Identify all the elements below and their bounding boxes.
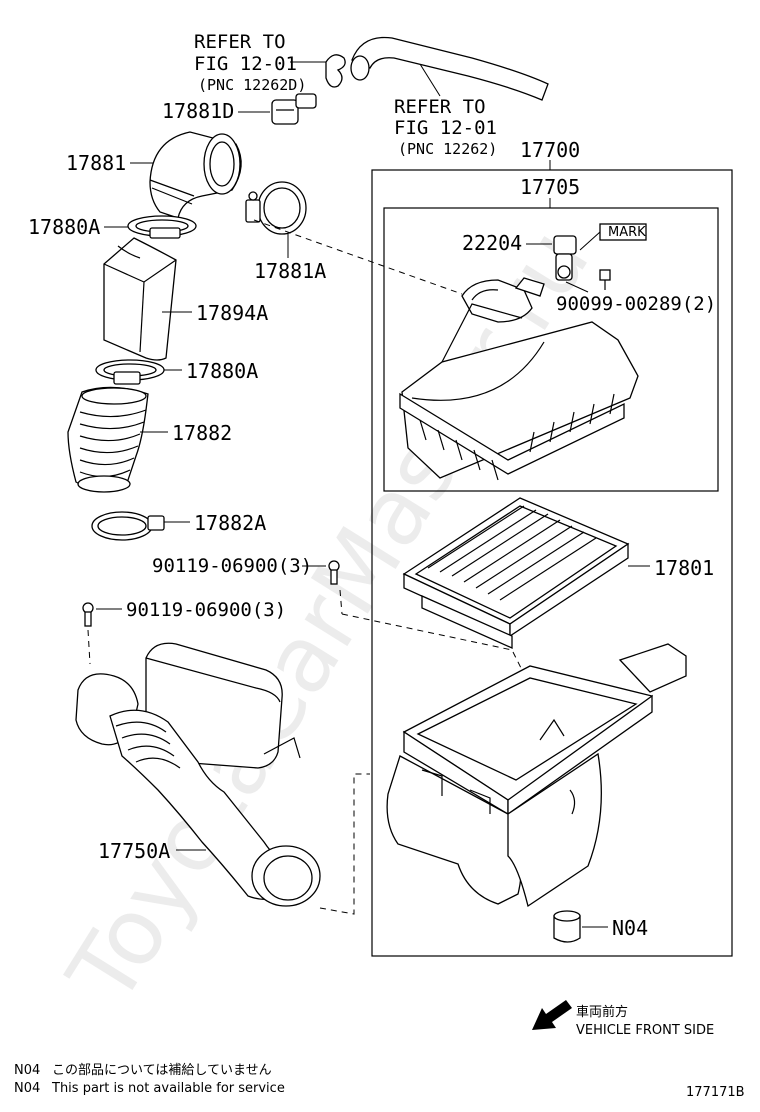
label-90119-b: 90119-06900(3) [126,599,286,621]
assembly-box-17700 [371,169,733,957]
part-17882-hose [67,386,149,493]
part-17880A-clamp-mid [95,359,165,385]
refer-mid-line3: (PNC 12262) [398,140,497,158]
label-17882: 17882 [172,421,232,445]
note-2-text: This part is not available for service [51,1081,285,1096]
note-1-text: この部品については補給していません [52,1063,272,1078]
part-17881A-clamp [245,181,307,235]
label-17881: 17881 [66,151,126,175]
refer-mid-line2: FIG 12-01 [394,117,497,139]
refer-top-line3: (PNC 12262D) [198,76,306,94]
label-17750A: 17750A [98,839,170,863]
bolt-90119-a [328,560,340,585]
air-cleaner-cap [399,277,639,481]
assembly-box-17705 [383,207,719,492]
air-cleaner-case [386,643,687,908]
part-17894A-resonator [103,237,177,361]
front-arrow-icon [532,1000,572,1030]
part-22204-sensor [553,235,577,281]
label-17880A-top: 17880A [28,215,100,239]
label-17705: 17705 [520,175,580,199]
refer-top-line2: FIG 12-01 [194,53,297,75]
part-17881D [271,93,317,125]
footnotes: N04 この部品については補給していません N04 This part is n… [14,1063,285,1096]
part-N04-grommet [553,910,581,943]
part-17801-filter [402,497,630,650]
figure-id: 177171B [686,1085,745,1100]
label-17801: 17801 [654,556,714,580]
refer-note-mid: REFER TO FIG 12-01 (PNC 12262) [394,96,497,158]
part-17880A-clamp-top [127,215,197,239]
label-17882A: 17882A [194,511,266,535]
part-17882A-clamp [91,511,165,541]
label-90099: 90099-00289(2) [556,293,716,315]
hose-clip-part [325,54,346,88]
label-N04: N04 [612,916,648,940]
label-90119-a: 90119-06900(3) [152,555,312,577]
note-2-code: N04 [14,1081,40,1096]
mark-text: MARK [608,225,646,240]
mark-tag: MARK [579,223,647,251]
part-17881-elbow [149,131,242,219]
label-17894A: 17894A [196,301,268,325]
vehicle-front-direction: 車両前方 VEHICLE FRONT SIDE [532,1000,714,1038]
refer-note-top: REFER TO FIG 12-01 (PNC 12262D) [194,31,306,94]
label-17881A: 17881A [254,259,326,283]
bolt-90119-b [82,602,94,627]
refer-top-line1: REFER TO [194,31,286,53]
ventilation-hose [351,36,549,101]
direction-jp: 車両前方 [576,1004,628,1020]
screw-90099 [599,269,611,290]
label-22204: 22204 [462,231,522,255]
hose-end [350,55,370,81]
note-1-code: N04 [14,1063,40,1078]
label-17881D: 17881D [162,99,234,123]
refer-mid-line1: REFER TO [394,96,486,118]
label-17880A-mid: 17880A [186,359,258,383]
label-17700: 17700 [520,138,580,162]
part-17750A-inlet [75,642,321,907]
direction-en: VEHICLE FRONT SIDE [576,1023,714,1038]
